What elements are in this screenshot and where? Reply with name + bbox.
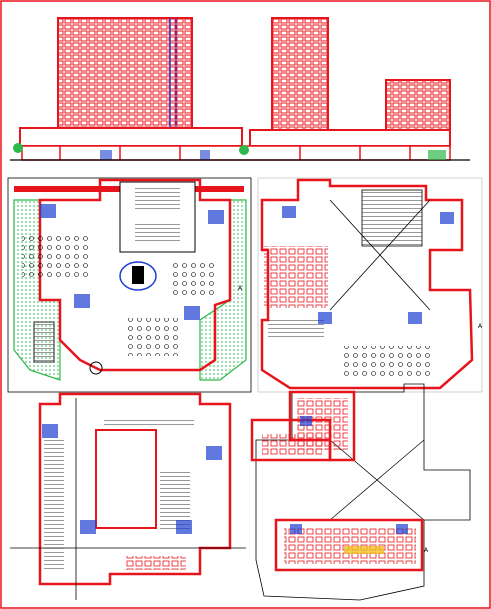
first-floor-plan: A — [257, 177, 483, 393]
podium-right — [249, 129, 451, 147]
podium-left — [19, 127, 243, 147]
tower-left — [57, 17, 193, 131]
basement-parking-plan — [10, 392, 246, 600]
tree-icon — [13, 143, 23, 153]
section-mark: A — [424, 547, 429, 554]
ground-floor-plan: A — [7, 177, 252, 393]
front-elevation — [10, 17, 470, 161]
typical-floor-plan: A — [250, 383, 471, 601]
tree-icon — [239, 145, 249, 155]
section-mark: A — [478, 323, 483, 330]
section-mark: A — [238, 285, 243, 292]
tower-middle — [271, 17, 329, 131]
